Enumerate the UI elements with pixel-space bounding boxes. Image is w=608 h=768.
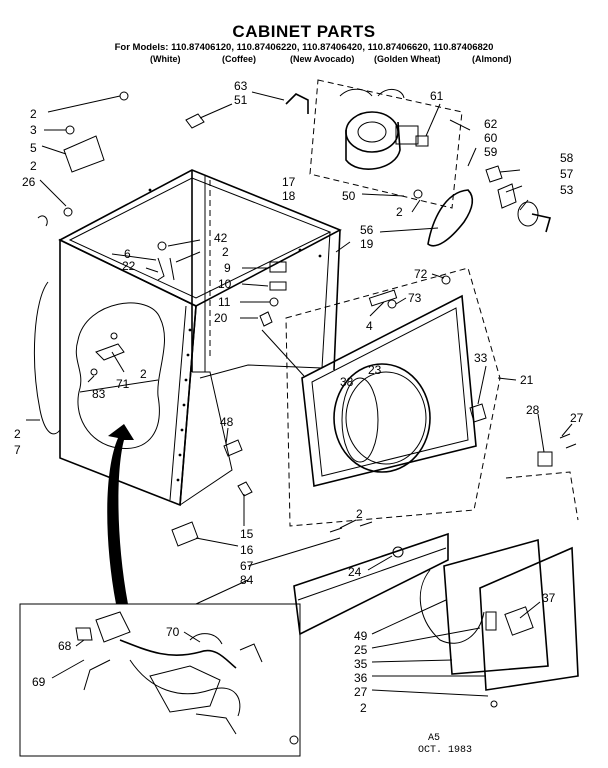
callout-24: 24	[348, 565, 362, 579]
callout-38: 38	[340, 375, 354, 389]
callout-68: 68	[58, 639, 72, 653]
callout-58: 58	[560, 151, 574, 165]
callout-50: 50	[342, 189, 356, 203]
callout-2: 2	[14, 427, 21, 441]
callout-15: 15	[240, 527, 254, 541]
callout-4: 4	[366, 319, 373, 333]
callout-2: 2	[360, 701, 367, 715]
callout-2: 2	[30, 107, 37, 121]
color-coffee: (Coffee)	[222, 54, 256, 64]
callout-2: 2	[222, 245, 229, 259]
callout-57: 57	[560, 167, 574, 181]
callout-23: 23	[368, 363, 382, 377]
callout-25: 25	[354, 643, 368, 657]
callout-37: 37	[542, 591, 556, 605]
callout-67: 67	[240, 559, 254, 573]
callout-20: 20	[214, 311, 228, 325]
callout-17: 17	[282, 175, 296, 189]
callout-22: 22	[122, 259, 136, 273]
callout-21: 21	[520, 373, 534, 387]
color-white: (White)	[150, 54, 181, 64]
cabinet-body	[34, 169, 342, 507]
callout-59: 59	[484, 145, 498, 159]
callout-7: 7	[14, 443, 21, 457]
callout-71: 71	[116, 377, 130, 391]
callout-63: 63	[234, 79, 248, 93]
page-title: CABINET PARTS	[232, 22, 376, 41]
leader-lines	[26, 91, 573, 697]
callout-84: 84	[240, 573, 254, 587]
callout-5: 5	[30, 141, 37, 155]
callout-49: 49	[354, 629, 368, 643]
callout-33: 33	[474, 351, 488, 365]
door-assembly	[293, 521, 579, 708]
callout-10: 10	[218, 277, 232, 291]
drawing-code: A5	[428, 733, 440, 744]
assembly-arrow	[107, 424, 134, 604]
callout-2: 2	[356, 507, 363, 521]
drawing-date: OCT. 1983	[418, 745, 472, 756]
callout-2: 2	[140, 367, 147, 381]
top-left-hardware	[37, 91, 129, 227]
front-bulkhead	[285, 267, 501, 527]
callout-69: 69	[32, 675, 46, 689]
callout-62: 62	[484, 117, 498, 131]
color-almond: (Almond)	[472, 54, 512, 64]
door-switch	[505, 433, 579, 521]
cutaway-hardware	[90, 332, 125, 376]
callout-16: 16	[240, 543, 254, 557]
callout-27: 27	[570, 411, 584, 425]
callout-numbers: 2 3 5 2 26 63 51 61 62 60 59 58 57 53 17…	[14, 79, 584, 715]
color-golden-wheat: (Golden Wheat)	[374, 54, 441, 64]
model-colors: (White) (Coffee) (New Avocado) (Golden W…	[0, 54, 608, 66]
callout-48: 48	[220, 415, 234, 429]
callout-2: 2	[396, 205, 403, 219]
callout-3: 3	[30, 123, 37, 137]
callout-70: 70	[166, 625, 180, 639]
callout-61: 61	[430, 89, 444, 103]
callout-18: 18	[282, 189, 296, 203]
callout-56: 56	[360, 223, 374, 237]
callout-36: 36	[354, 671, 368, 685]
callout-51: 51	[234, 93, 248, 107]
callout-9: 9	[224, 261, 231, 275]
callout-72: 72	[414, 267, 428, 281]
callout-35: 35	[354, 657, 368, 671]
color-new-avocado: (New Avocado)	[290, 54, 355, 64]
motor-assembly	[185, 79, 552, 247]
model-numbers: For Models: 110.87406120, 110.87406220, …	[114, 42, 494, 53]
callout-42: 42	[214, 231, 228, 245]
callout-2: 2	[30, 159, 37, 173]
callout-26: 26	[22, 175, 36, 189]
callout-60: 60	[484, 131, 498, 145]
callout-53: 53	[560, 183, 574, 197]
callout-83: 83	[92, 387, 106, 401]
callout-27: 27	[354, 685, 368, 699]
wiring-harness	[19, 603, 301, 757]
callout-28: 28	[526, 403, 540, 417]
callout-6: 6	[124, 247, 131, 261]
callout-11: 11	[218, 295, 231, 309]
callout-73: 73	[408, 291, 422, 305]
callout-19: 19	[360, 237, 374, 251]
